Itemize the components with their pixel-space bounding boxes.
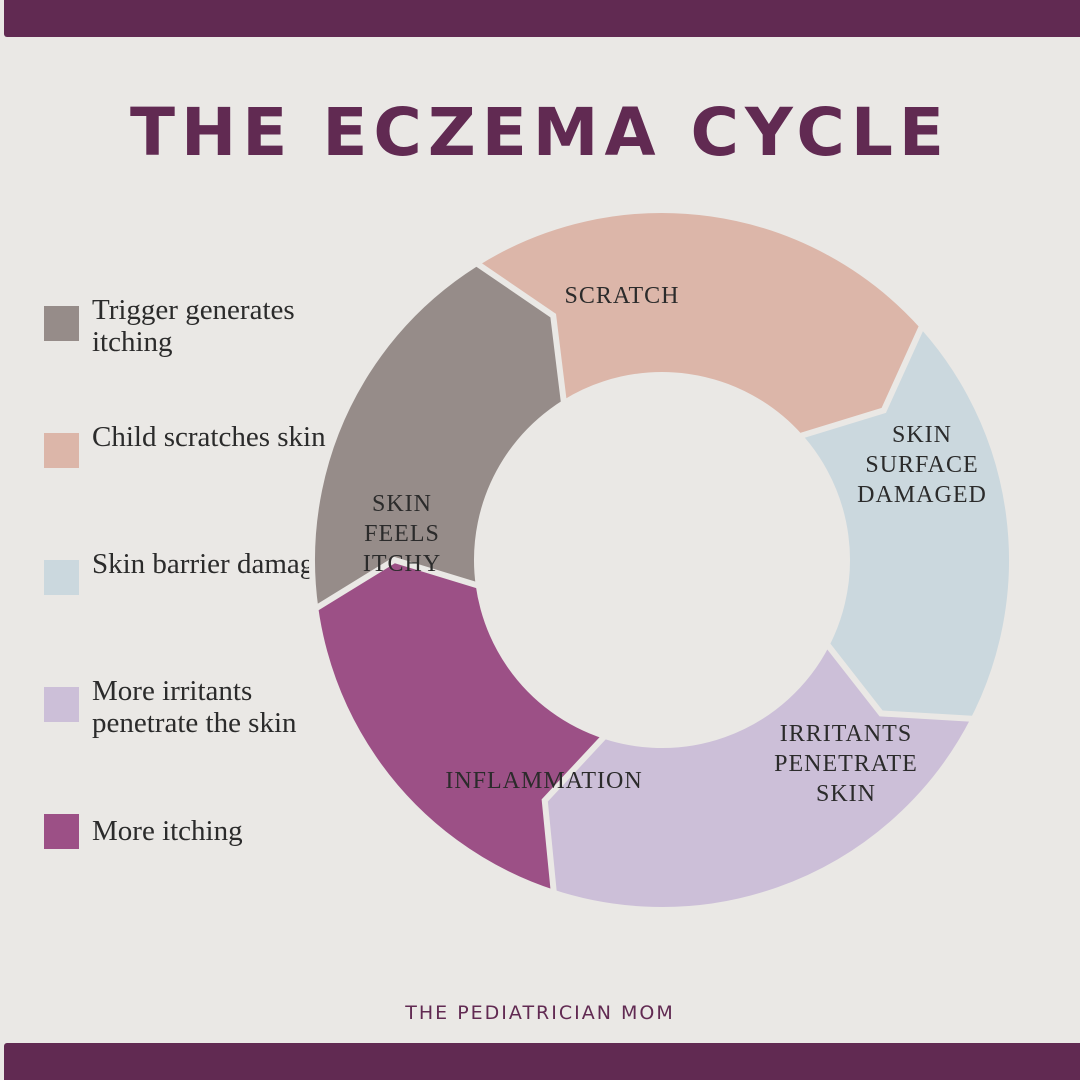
label-line: SKIN: [372, 491, 432, 517]
label-line: SKIN: [816, 781, 876, 807]
brand-footer: THE PEDIATRICIAN MOM: [405, 1002, 675, 1024]
legend-label: Child scratches skin: [92, 421, 326, 453]
label-line: PENETRATE: [774, 751, 918, 777]
label-line: SURFACE: [865, 452, 978, 478]
cycle-labels: SCRATCH SKIN SURFACE DAMAGED IRRITANTS PENETR…: [363, 283, 987, 807]
legend-label: More irritants penetrate the skin: [92, 675, 297, 739]
bottom-banner: [4, 1043, 1080, 1080]
label-skin-feels-itchy: SKIN FEELS ITCHY: [363, 491, 441, 577]
cycle-segments: [309, 207, 1015, 913]
legend-swatch: [44, 814, 79, 849]
label-line: INFLAMMATION: [445, 768, 642, 794]
top-banner: [4, 0, 1080, 37]
label-line: ITCHY: [363, 551, 441, 577]
label-line: IRRITANTS: [780, 721, 912, 747]
label-skin-surface-damaged: SKIN SURFACE DAMAGED: [857, 422, 987, 508]
legend-swatch: [44, 433, 79, 468]
segment-scratch: [471, 207, 926, 440]
label-inflammation: INFLAMMATION: [445, 768, 642, 794]
label-line: SCRATCH: [564, 283, 679, 309]
legend-label: Skin barrier damaged: [92, 548, 342, 580]
label-scratch: SCRATCH: [564, 283, 679, 309]
legend-swatch: [44, 687, 79, 722]
legend-label: More itching: [92, 815, 243, 847]
legend-label: Trigger generates itching: [92, 294, 295, 358]
label-irritants-penetrate-skin: IRRITANTS PENETRATE SKIN: [774, 721, 918, 807]
label-line: SKIN: [892, 422, 952, 448]
legend-swatch: [44, 306, 79, 341]
label-line: DAMAGED: [857, 482, 987, 508]
page-title: THE ECZEMA CYCLE: [130, 94, 950, 171]
label-line: FEELS: [364, 521, 440, 547]
legend-swatch: [44, 560, 79, 595]
